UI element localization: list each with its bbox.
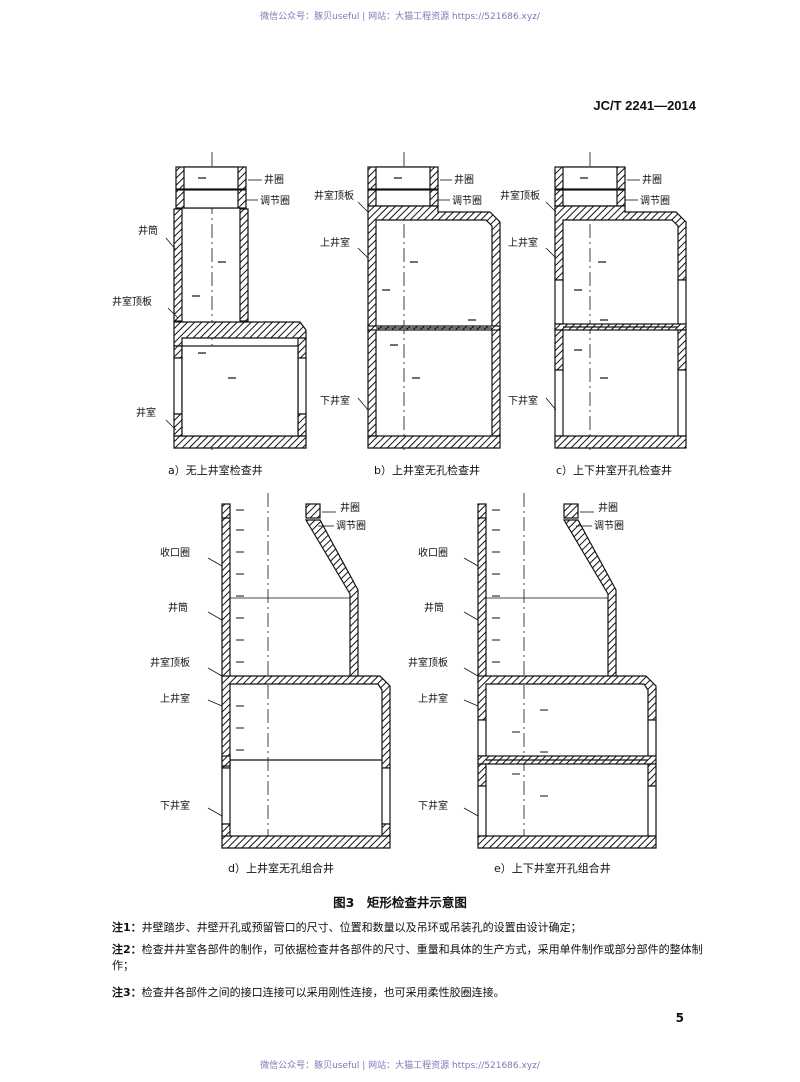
label-b-shangjingshi: 上井室 xyxy=(320,236,350,249)
label-c-tiaojiequan: 调节圈 xyxy=(640,195,670,207)
figure-title: 图3 矩形检查井示意图 xyxy=(333,895,467,910)
label-e-tiaojiequan: 调节圈 xyxy=(594,520,624,532)
note-2-text: 检查井井室各部件的制作，可依据检查井各部件的尺寸、重量和具体的生产方式，采用单件… xyxy=(112,943,703,972)
note-3-text: 检查井各部件之间的接口连接可以采用刚性连接，也可采用柔性胶圈连接。 xyxy=(141,986,505,999)
diagram-a xyxy=(165,152,307,450)
diagram-c xyxy=(545,152,687,450)
note-3: 注3：检查井各部件之间的接口连接可以采用刚性连接，也可采用柔性胶圈连接。 xyxy=(112,985,712,1001)
label-c-xiajingshi: 下井室 xyxy=(508,394,538,407)
manhole-diagrams: 井圈 调节圈 井筒 井室顶板 井室 井圈 调节圈 井室顶板 上井室 下井室 井圈… xyxy=(112,152,687,850)
label-d-shoukouquan: 收口圈 xyxy=(160,546,190,559)
standard-code: JC/T 2241—2014 xyxy=(593,98,696,113)
watermark-bottom: 微信公众号：豚贝useful | 网站：大猫工程资源 https://52168… xyxy=(260,1061,540,1071)
note-1-text: 井壁踏步、井壁开孔或预留管口的尺寸、位置和数量以及吊环或吊装孔的设置由设计确定； xyxy=(141,921,582,934)
note-3-tag: 注3： xyxy=(112,986,142,999)
note-1: 注1：井壁踏步、井壁开孔或预留管口的尺寸、位置和数量以及吊环或吊装孔的设置由设计… xyxy=(112,920,712,936)
label-a-dingban: 井室顶板 xyxy=(112,295,152,308)
caption-c: c）上下井室开孔检查井 xyxy=(556,464,673,477)
label-a-jingquan: 井圈 xyxy=(264,173,284,186)
note-2-tag: 注2： xyxy=(112,943,142,956)
label-b-tiaojiequan: 调节圈 xyxy=(452,195,482,207)
label-e-xiajingshi: 下井室 xyxy=(418,799,448,812)
label-d-shangjingshi: 上井室 xyxy=(160,692,190,705)
label-e-shangjingshi: 上井室 xyxy=(418,692,448,705)
page-number: 5 xyxy=(675,1011,684,1025)
label-d-tiaojiequan: 调节圈 xyxy=(336,520,366,532)
caption-e: e）上下井室开孔组合井 xyxy=(494,862,611,875)
label-b-jingquan: 井圈 xyxy=(454,173,474,186)
note-1-tag: 注1： xyxy=(112,921,142,934)
label-d-jingquan: 井圈 xyxy=(340,501,360,514)
diagram-d xyxy=(207,493,391,850)
label-c-jingquan: 井圈 xyxy=(642,173,662,186)
note-2: 注2：检查井井室各部件的制作，可依据检查井各部件的尺寸、重量和具体的生产方式，采… xyxy=(112,942,712,974)
label-c-dingban: 井室顶板 xyxy=(500,189,540,202)
label-a-tiaojiequan: 调节圈 xyxy=(260,195,290,207)
label-d-xiajingshi: 下井室 xyxy=(160,799,190,812)
label-d-jingtong: 井筒 xyxy=(168,601,188,614)
label-c-shangjingshi: 上井室 xyxy=(508,236,538,249)
label-a-jingtong: 井筒 xyxy=(138,224,158,237)
watermark-top: 微信公众号：豚贝useful | 网站：大猫工程资源 https://52168… xyxy=(260,12,540,22)
label-e-shoukouquan: 收口圈 xyxy=(418,546,448,559)
caption-d: d）上井室无孔组合井 xyxy=(228,862,334,875)
caption-b: b）上井室无孔检查井 xyxy=(374,464,480,477)
label-b-xiajingshi: 下井室 xyxy=(320,394,350,407)
label-a-jingshi: 井室 xyxy=(136,406,156,419)
label-e-jingtong: 井筒 xyxy=(424,601,444,614)
label-e-dingban: 井室顶板 xyxy=(408,656,448,669)
diagram-b xyxy=(357,152,501,450)
label-e-jingquan: 井圈 xyxy=(598,501,618,514)
diagram-e xyxy=(463,493,657,850)
label-d-dingban: 井室顶板 xyxy=(150,656,190,669)
caption-a: a）无上井室检查井 xyxy=(168,464,263,477)
label-b-dingban: 井室顶板 xyxy=(314,189,354,202)
